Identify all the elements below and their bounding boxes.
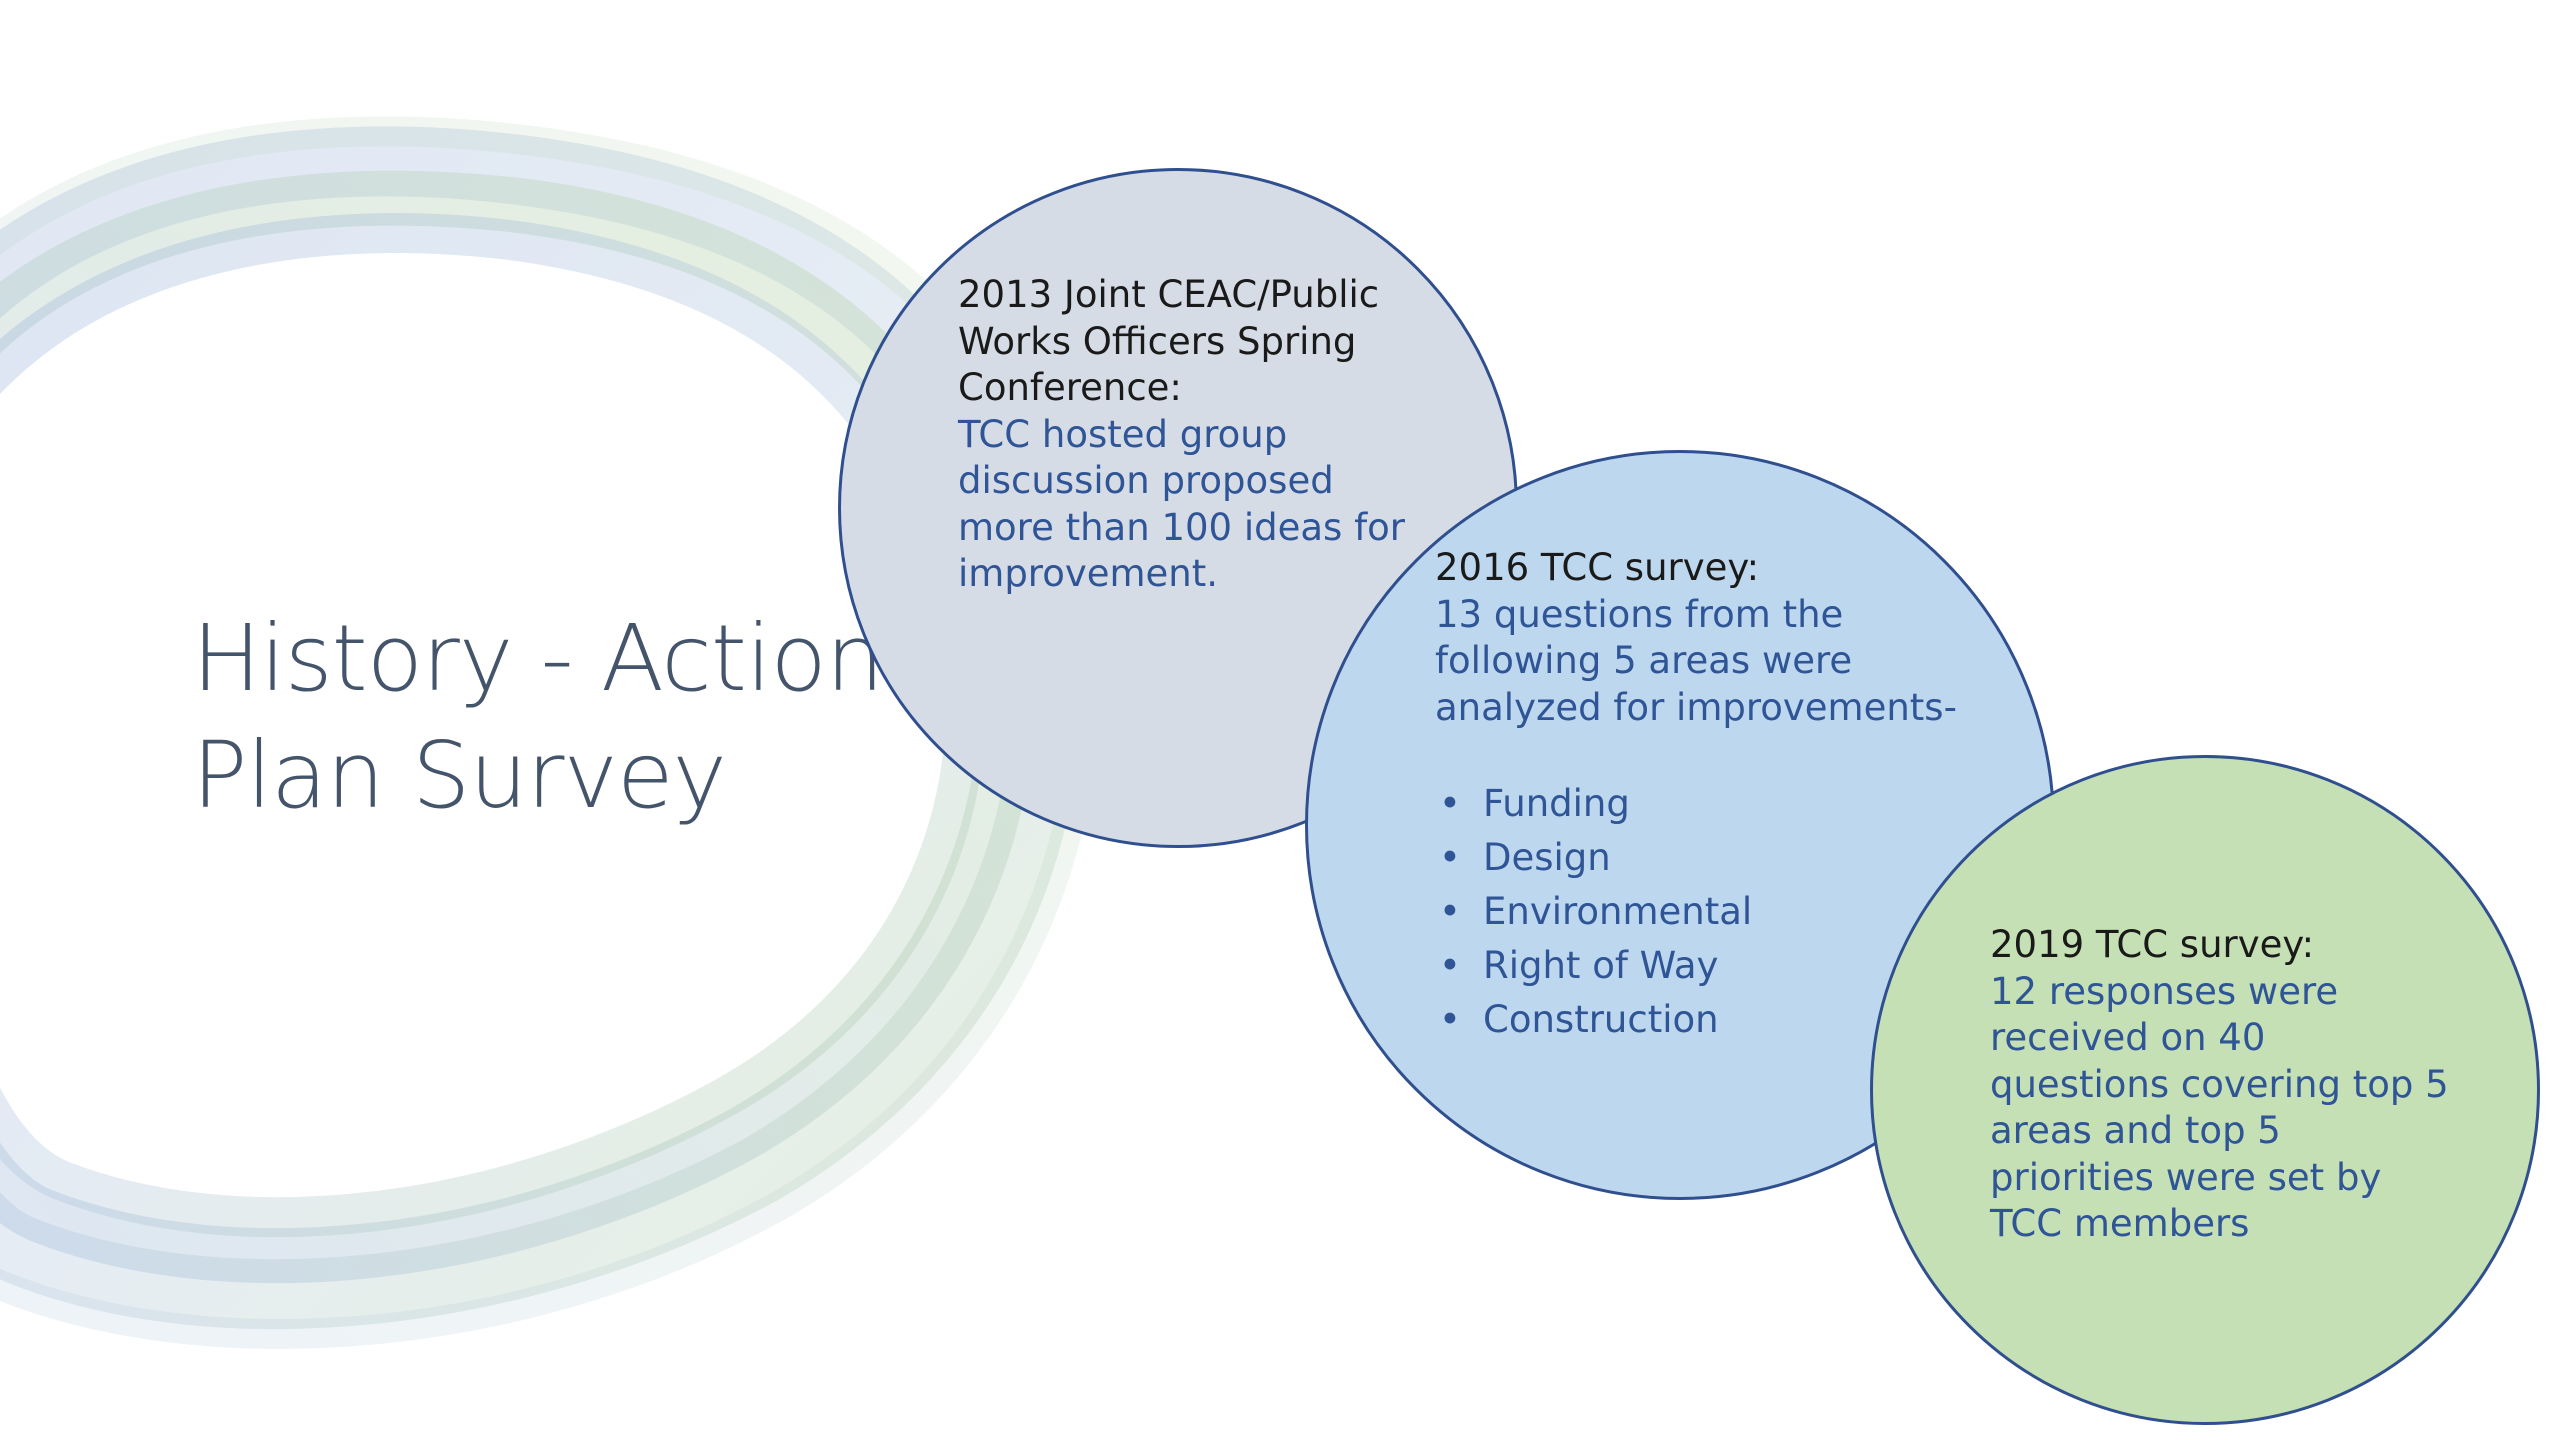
circle-2013-heading: 2013 Joint CEAC/Public Works Officers Sp… bbox=[958, 272, 1428, 412]
body-line: analyzed for improvements- bbox=[1435, 685, 1957, 729]
body-line: more than 100 ideas for bbox=[958, 505, 1405, 549]
body-line: TCC members bbox=[1990, 1202, 2250, 1245]
body-line: TCC hosted group bbox=[958, 412, 1288, 456]
circle-2013-text: 2013 Joint CEAC/Public Works Officers Sp… bbox=[958, 272, 1428, 598]
title-line-1: History - Action bbox=[192, 605, 884, 712]
bullet-text: Construction bbox=[1483, 998, 1719, 1041]
body-line: received on 40 bbox=[1990, 1016, 2266, 1059]
body-line: areas and top 5 bbox=[1990, 1109, 2281, 1152]
bullet-text: Funding bbox=[1483, 782, 1630, 825]
circle-2016-body: 13 questions from the following 5 areas … bbox=[1435, 592, 1995, 732]
bullet-text: Environmental bbox=[1483, 890, 1753, 933]
circle-2013-body: TCC hosted group discussion proposed mor… bbox=[958, 412, 1428, 598]
title-line-2: Plan Survey bbox=[192, 722, 727, 829]
body-line: 12 responses were bbox=[1990, 969, 2339, 1013]
bullet-item-design: • Design bbox=[1435, 831, 1995, 885]
bullet-dot: • bbox=[1439, 944, 1461, 987]
circle-2016-text: 2016 TCC survey: 13 questions from the f… bbox=[1435, 545, 1995, 1047]
bullet-text: Design bbox=[1483, 836, 1611, 879]
circle-2019-text: 2019 TCC survey: 12 responses were recei… bbox=[1990, 922, 2470, 1248]
circle-2019-body: 12 responses were received on 40 questio… bbox=[1990, 969, 2470, 1248]
bullet-dot: • bbox=[1439, 998, 1461, 1041]
circle-2019 bbox=[1870, 755, 2540, 1425]
heading-line: 2016 TCC survey: bbox=[1435, 546, 1760, 589]
body-line: questions covering top 5 bbox=[1990, 1062, 2449, 1106]
bullet-dot: • bbox=[1439, 782, 1461, 825]
heading-line: Conference: bbox=[958, 366, 1182, 409]
slide-title: History - Action Plan Survey bbox=[192, 600, 952, 834]
areas-bullet-list: • Funding • Design • Environmental • Right o… bbox=[1435, 777, 1995, 1047]
body-line: following 5 areas were bbox=[1435, 639, 1853, 682]
circle-2019-heading: 2019 TCC survey: bbox=[1990, 922, 2470, 969]
body-line: priorities were set by bbox=[1990, 1155, 2382, 1199]
circle-2016-heading: 2016 TCC survey: bbox=[1435, 545, 1995, 592]
body-line: 13 questions from the bbox=[1435, 592, 1844, 636]
heading-line: Works Officers Spring bbox=[958, 319, 1357, 363]
bullet-item-funding: • Funding bbox=[1435, 777, 1995, 831]
bullet-dot: • bbox=[1439, 836, 1461, 879]
body-line: improvement. bbox=[958, 552, 1219, 595]
bullet-item-construction: • Construction bbox=[1435, 993, 1995, 1047]
heading-line: 2013 Joint CEAC/Public bbox=[958, 273, 1380, 316]
bullet-item-right-of-way: • Right of Way bbox=[1435, 939, 1995, 993]
heading-line: 2019 TCC survey: bbox=[1990, 923, 2315, 966]
bullet-item-environmental: • Environmental bbox=[1435, 885, 1995, 939]
body-line: discussion proposed bbox=[958, 459, 1334, 502]
bullet-dot: • bbox=[1439, 890, 1461, 933]
bullet-text: Right of Way bbox=[1483, 944, 1719, 987]
